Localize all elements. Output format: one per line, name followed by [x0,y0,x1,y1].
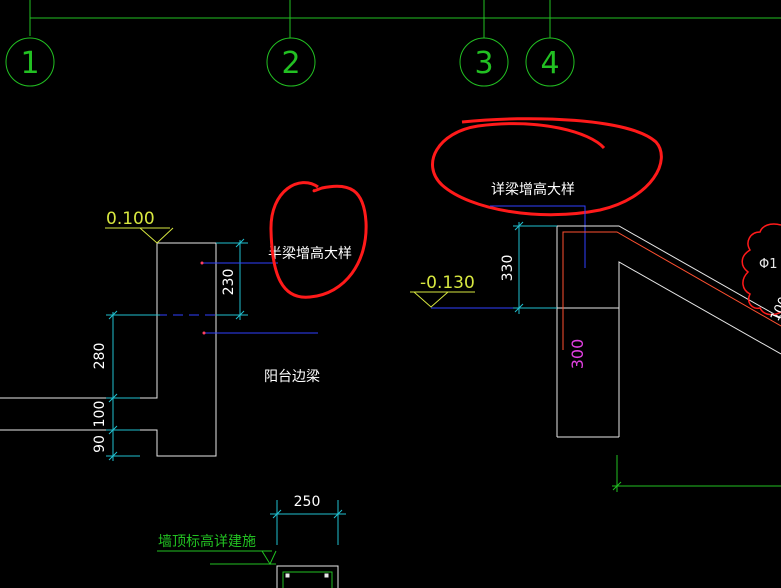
left-leaders [202,262,318,334]
grid-bubble-1 [5,37,55,87]
revision-cloud [741,223,781,316]
left-vertical-dimensions [106,310,160,461]
grid-bubble-2 [266,37,316,87]
left-elevation-text: 0.100 [106,209,155,229]
rebar-line [562,231,781,350]
grid-axis-label-4: 4 [540,46,559,81]
wall-top-elevation [157,550,277,566]
dim-230-lines [216,238,248,320]
dim-100-label: 100 [92,401,108,428]
dim-250-label: 250 [294,494,321,510]
right-section-outline [556,225,781,438]
right-detail-note: 详梁增高大样 [491,181,575,198]
left-detail-note: 半梁增高大样 [268,245,352,262]
grid-bubble-4 [525,37,575,87]
small-column-section [276,565,339,588]
bottom-right-dimension [612,455,781,492]
leader-dot-upper [200,261,204,265]
grid-axes [5,0,781,87]
left-section-outline [0,242,217,457]
grid-axis-label-3: 3 [474,46,493,81]
dim-330-label: 330 [500,255,516,282]
wall-top-note: 墙顶标高详建施 [158,533,256,550]
dim-300-label: 300 [568,339,587,370]
markup-circle-right [431,117,663,217]
edge-text: Φ1 [759,257,778,272]
right-elevation-text: -0.130 [420,273,475,293]
grid-bubble-3 [459,37,509,87]
right-leader [490,205,586,268]
dim-230-label: 230 [221,269,237,296]
leader-dot-lower [202,331,206,335]
dim-330-lines [513,221,557,314]
dim-250-lines [270,500,346,545]
grid-axis-label-1: 1 [20,46,39,81]
dim-90-label: 90 [92,435,108,453]
left-elevation-marker [105,227,174,244]
right-elevation-marker [410,291,475,308]
markup-circle-left [269,181,368,299]
grid-axis-label-2: 2 [281,46,300,81]
balcony-beam-label: 阳台边梁 [264,369,320,385]
dim-280-label: 280 [92,343,108,370]
